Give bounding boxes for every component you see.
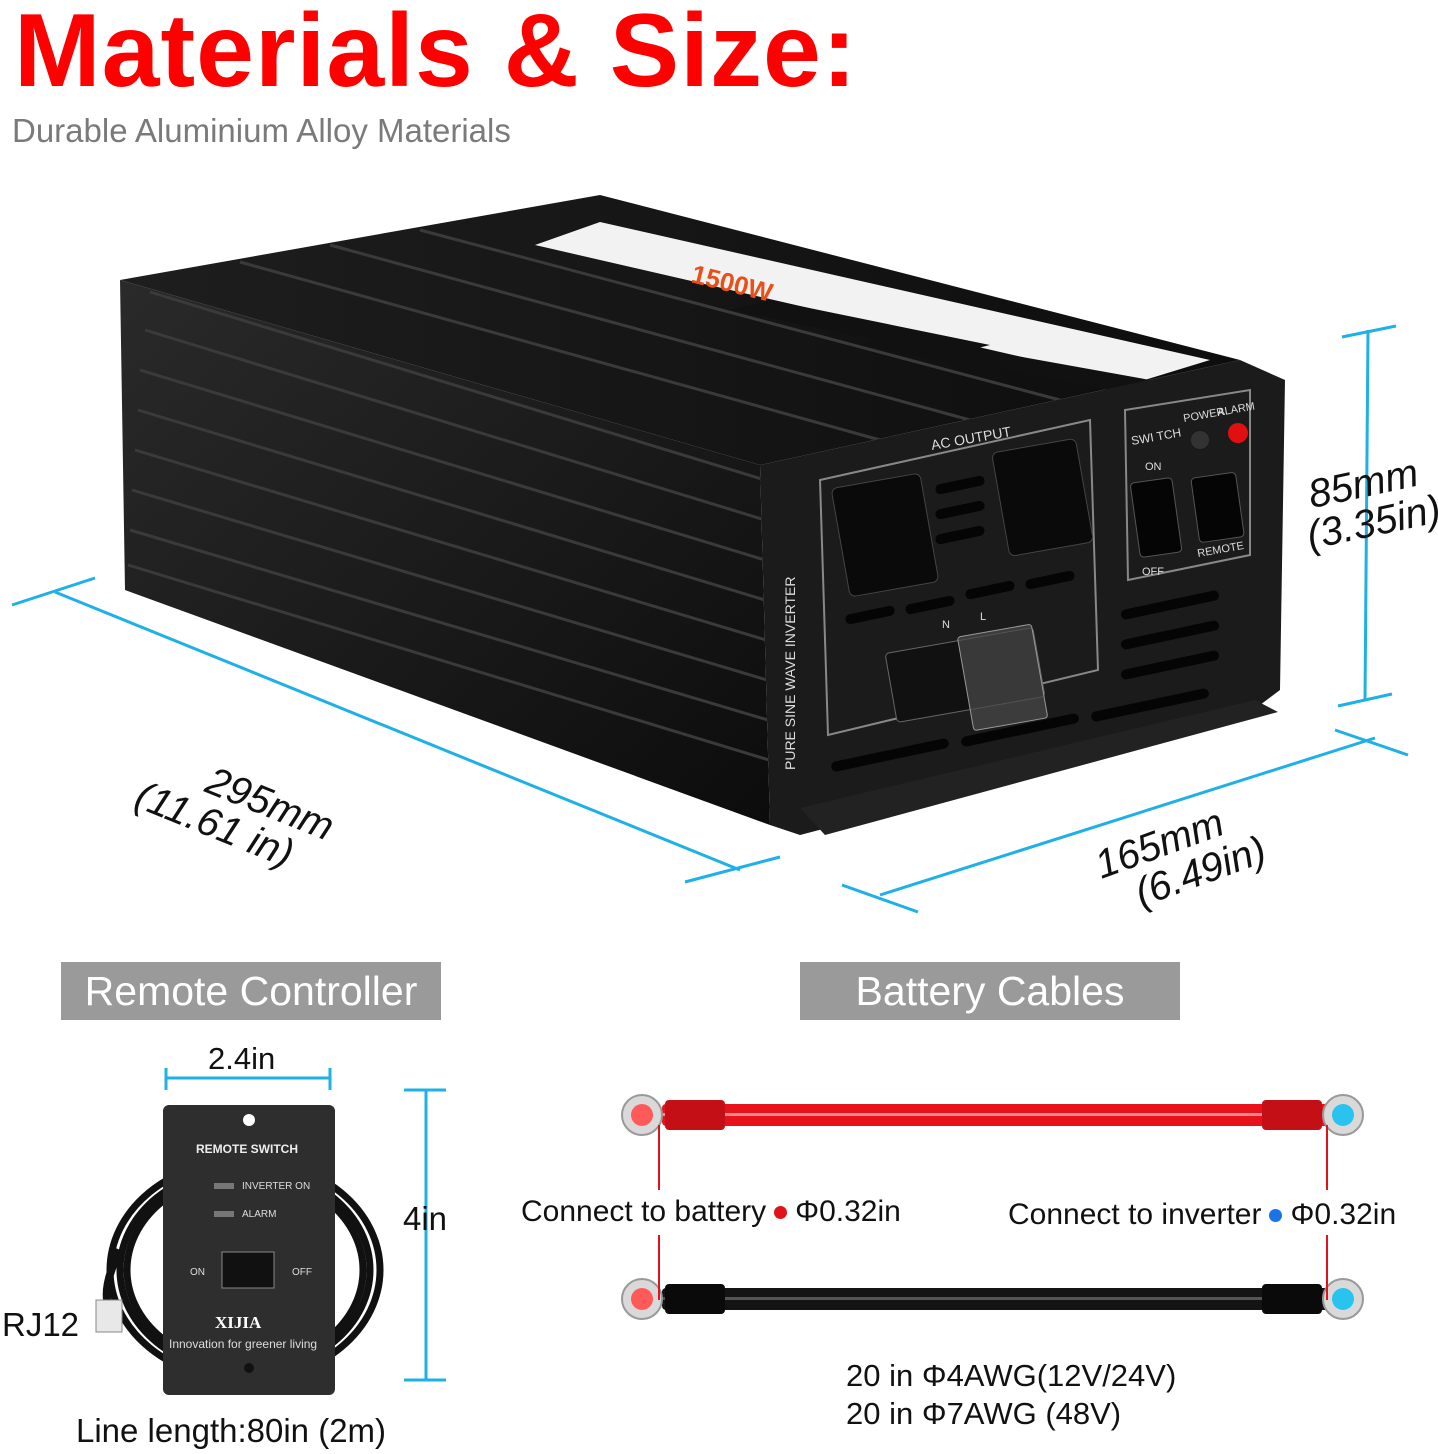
battery-end-size: Φ0.32in bbox=[795, 1195, 901, 1228]
page-subtitle: Durable Aluminium Alloy Materials bbox=[12, 112, 511, 149]
remote-alarm-label: ALARM bbox=[242, 1209, 276, 1220]
battery-end-dot bbox=[774, 1205, 788, 1219]
inverter-end-size: Φ0.32in bbox=[1290, 1198, 1397, 1231]
black-cable bbox=[621, 1278, 1364, 1320]
remote-brand: XIJIA bbox=[215, 1313, 262, 1332]
inverter-end-label: Connect to inverter bbox=[1008, 1198, 1262, 1231]
remote-on-label: ON bbox=[190, 1267, 205, 1278]
remote-slogan: Innovation for greener living bbox=[169, 1337, 317, 1351]
remote-controller-illustration: REMOTE SWITCH INVERTER ON ALARM ON OFF X… bbox=[95, 1068, 446, 1395]
remote-controller-heading: Remote Controller bbox=[61, 962, 441, 1020]
inverter-illustration: 1500W bbox=[11, 195, 1409, 914]
line-length-label: Line length:80in (2m) bbox=[76, 1412, 387, 1449]
remote-width-label: 2.4in bbox=[208, 1041, 276, 1076]
battery-cables-heading: Battery Cables bbox=[800, 962, 1180, 1020]
inverter-side-text: PURE SINE WAVE INVERTER bbox=[782, 577, 798, 770]
page-title: Materials & Size: bbox=[14, 0, 858, 109]
inverter-body: 1500W bbox=[120, 195, 1285, 835]
cable-spec-line-2: 20 in Φ7AWG (48V) bbox=[846, 1396, 1122, 1431]
rj12-connector bbox=[95, 1299, 123, 1333]
inverter-end-callout: Connect to inverter Φ0.32in bbox=[1008, 1198, 1396, 1232]
terminal-n-label: N bbox=[942, 619, 950, 631]
rj12-label: RJ12 bbox=[2, 1306, 80, 1343]
switch-on-label: ON bbox=[1145, 461, 1162, 473]
remote-panel-title: REMOTE SWITCH bbox=[196, 1142, 298, 1156]
battery-cables-illustration bbox=[621, 1094, 1364, 1320]
red-cable bbox=[621, 1094, 1364, 1136]
inverter-end-dot bbox=[1269, 1208, 1283, 1222]
cable-spec-line-1: 20 in Φ4AWG(12V/24V) bbox=[846, 1358, 1177, 1393]
remote-rocker-switch bbox=[221, 1251, 275, 1289]
remote-height-label: 4in bbox=[403, 1200, 448, 1237]
dimension-lines bbox=[11, 324, 1409, 914]
battery-end-callout: Connect to battery Φ0.32in bbox=[521, 1195, 901, 1229]
switch-off-label: OFF bbox=[1142, 566, 1164, 578]
remote-off-label: OFF bbox=[292, 1267, 312, 1278]
remote-panel bbox=[163, 1105, 335, 1395]
battery-end-label: Connect to battery bbox=[521, 1195, 767, 1228]
remote-inverter-on-label: INVERTER ON bbox=[242, 1181, 310, 1192]
terminal-l-label: L bbox=[980, 611, 986, 623]
